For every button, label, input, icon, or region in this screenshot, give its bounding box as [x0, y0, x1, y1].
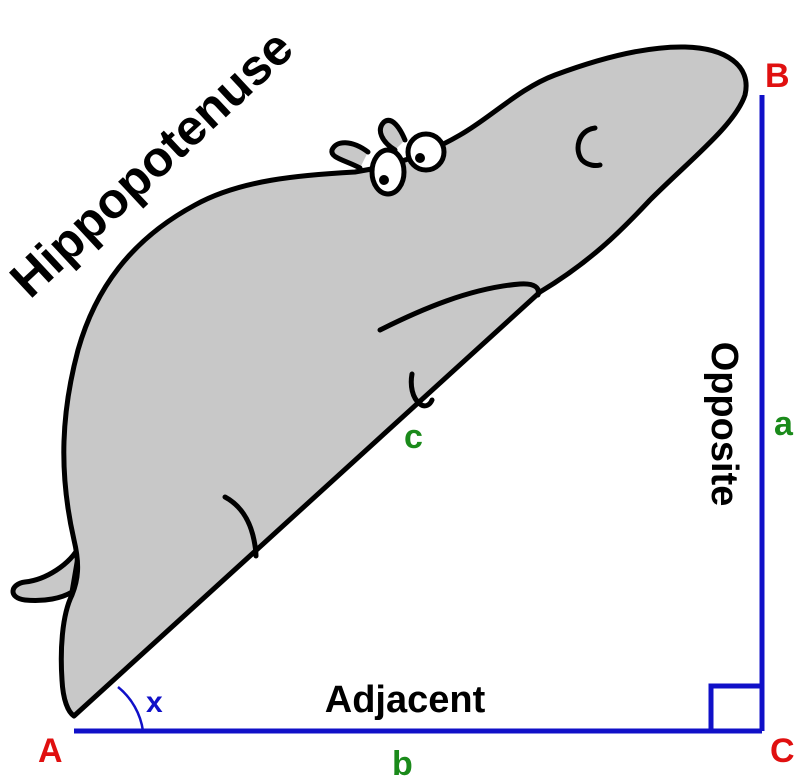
hippo-pupil-left — [379, 175, 389, 185]
hippo-figure — [10, 44, 749, 719]
angle-x-label: x — [146, 686, 163, 719]
side-b-label: b — [392, 745, 413, 778]
hippo-eye-left — [369, 147, 407, 197]
hippo-ear-left — [329, 140, 371, 171]
side-a-label: a — [774, 405, 794, 443]
hippo-front-leg — [377, 281, 541, 333]
hippo-front-foot — [408, 371, 435, 409]
hippo-nostril — [575, 125, 603, 168]
adjacent-label: Adjacent — [325, 679, 486, 721]
hippo-tail — [10, 542, 83, 603]
right-angle-marker — [708, 683, 762, 731]
vertex-c-label: C — [770, 732, 795, 770]
vertex-a-label: A — [38, 732, 63, 770]
opposite-label: Opposite — [703, 342, 745, 507]
right-triangle — [74, 95, 765, 734]
hippo-eye-right — [405, 131, 447, 173]
angle-arc — [117, 686, 145, 732]
hippo-ear-right — [378, 118, 408, 153]
vertex-b-label: B — [765, 57, 790, 95]
hippo-back-leg — [222, 494, 259, 559]
hippo-pupil-right — [415, 153, 425, 163]
side-c-label: c — [404, 418, 423, 456]
